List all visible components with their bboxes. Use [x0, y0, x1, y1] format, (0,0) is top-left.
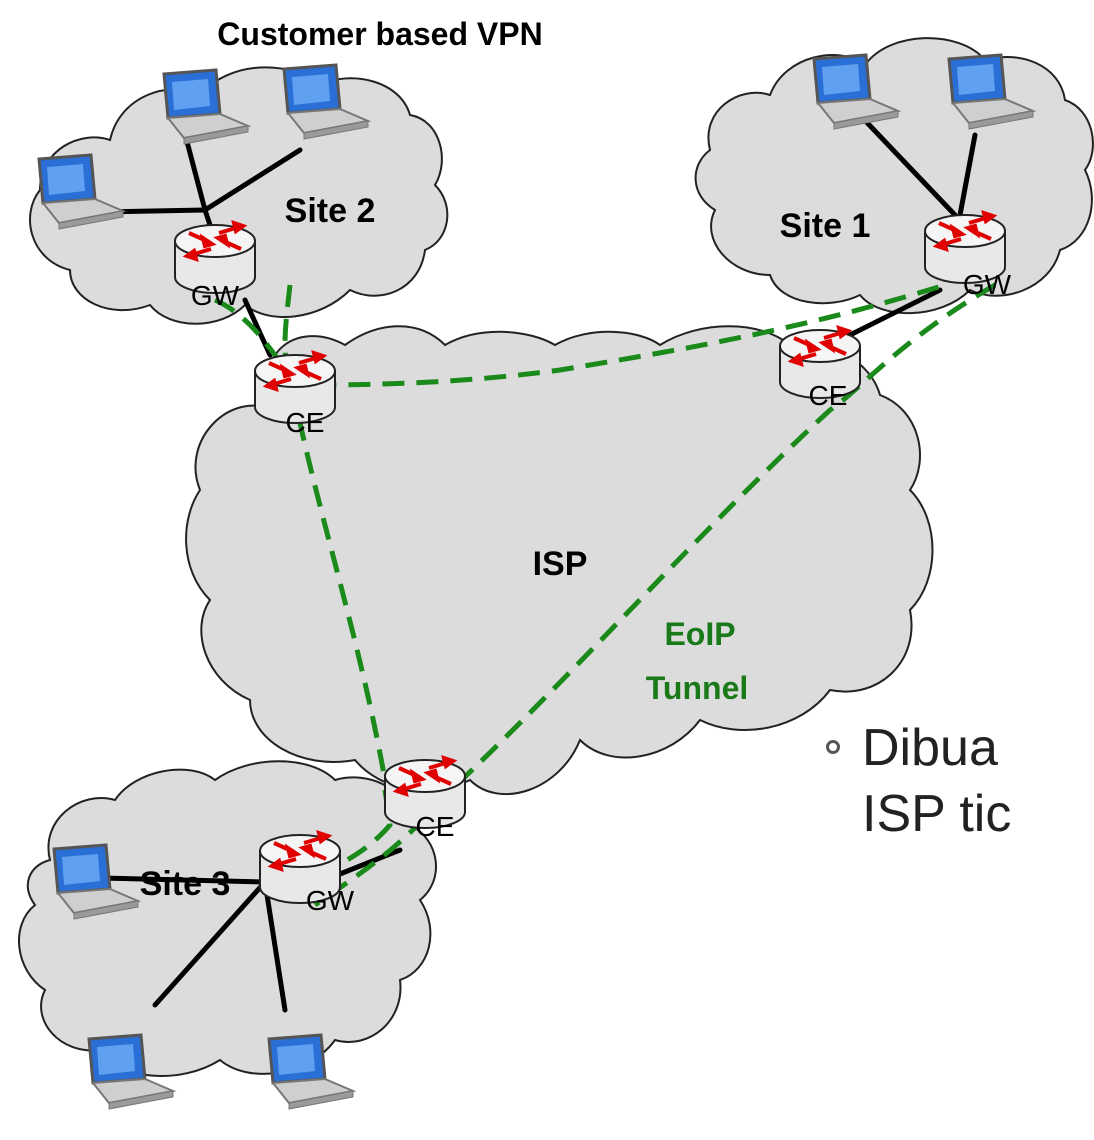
gw-label-site1: GW	[963, 269, 1012, 300]
eoip-tunnels	[213, 282, 997, 908]
cloud-icon	[694, 37, 1094, 315]
ce-label-site1: CE	[809, 380, 848, 411]
tunnel-label-line1: EoIP	[664, 616, 735, 652]
site3-label: Site 3	[140, 865, 231, 903]
diagram-title: Customer based VPN	[217, 16, 542, 52]
ce-label-site2: CE	[286, 407, 325, 438]
isp-label: ISP	[533, 545, 588, 583]
site2-label: Site 2	[285, 192, 376, 230]
bullet-text-line1: Dibua	[862, 719, 998, 777]
cloud-icon	[18, 760, 437, 1077]
ce-label-site3: CE	[416, 811, 455, 842]
gw-label-site2: GW	[191, 280, 240, 311]
site1-label: Site 1	[780, 207, 871, 245]
bullet-text-line2: ISP tic	[862, 785, 1012, 843]
gw-label-site3: GW	[306, 885, 355, 916]
tunnel-label-line2: Tunnel	[646, 670, 749, 706]
bullet-point-icon	[826, 740, 840, 754]
cloud-icon	[185, 325, 934, 796]
laptop-icon	[267, 1033, 355, 1111]
